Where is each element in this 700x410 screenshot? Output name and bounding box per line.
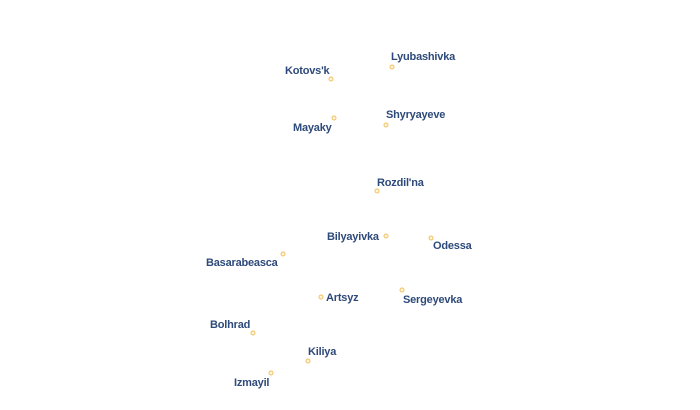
city-label-kiliya: Kiliya — [308, 346, 337, 358]
city-marker-kiliya[interactable] — [305, 358, 311, 364]
city-label-bilyayivka: Bilyayivka — [327, 231, 379, 243]
city-marker-shyryayeve[interactable] — [383, 122, 389, 128]
city-label-mayaky: Mayaky — [293, 122, 332, 134]
city-label-artsyz: Artsyz — [326, 292, 359, 304]
city-label-kotovsk: Kotovs'k — [285, 65, 330, 77]
city-marker-lyubashivka[interactable] — [389, 64, 395, 70]
city-marker-basarabeasca[interactable] — [280, 251, 286, 257]
city-label-odessa: Odessa — [433, 240, 472, 252]
city-label-basarabeasca: Basarabeasca — [206, 257, 278, 269]
city-label-izmayil: Izmayil — [234, 377, 270, 389]
city-marker-sergeyevka[interactable] — [399, 287, 405, 293]
city-label-sergeyevka: Sergeyevka — [403, 294, 463, 306]
city-label-bolhrad: Bolhrad — [210, 319, 251, 331]
city-marker-kotovsk[interactable] — [328, 76, 334, 82]
city-label-shyryayeve: Shyryayeve — [386, 109, 446, 121]
city-marker-mayaky[interactable] — [331, 115, 337, 121]
city-marker-bilyayivka[interactable] — [383, 233, 389, 239]
city-marker-artsyz[interactable] — [318, 294, 324, 300]
city-marker-izmayil[interactable] — [268, 370, 274, 376]
city-marker-odessa[interactable] — [428, 235, 434, 241]
city-label-rozdilna: Rozdil'na — [377, 177, 424, 189]
city-marker-rozdilna[interactable] — [374, 188, 380, 194]
city-label-lyubashivka: Lyubashivka — [391, 51, 456, 63]
city-marker-bolhrad[interactable] — [250, 330, 256, 336]
